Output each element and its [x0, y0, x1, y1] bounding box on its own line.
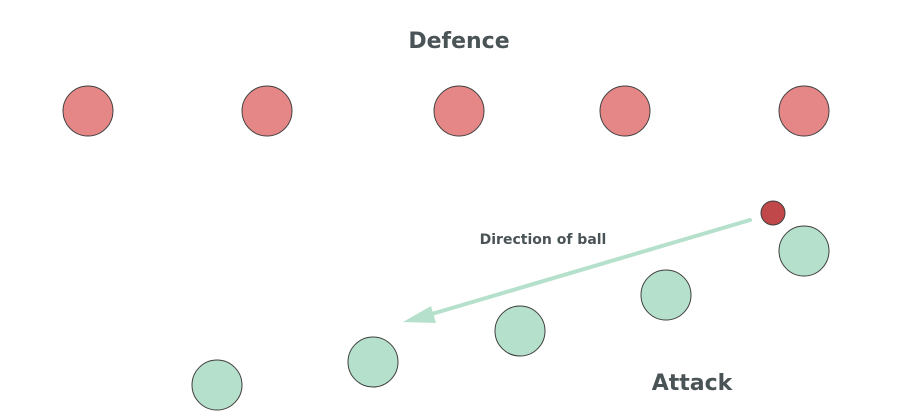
arrow-shaft [423, 218, 752, 318]
ball-direction-label: Direction of ball [480, 232, 607, 248]
ball [760, 200, 786, 226]
attacker-5 [191, 359, 243, 411]
defender-2 [241, 85, 293, 137]
defence-label: Defence [408, 29, 509, 54]
defender-3 [433, 85, 485, 137]
attacker-2 [640, 269, 692, 321]
attack-line [191, 225, 830, 411]
ball-direction-arrow [403, 218, 752, 323]
defender-4 [599, 85, 651, 137]
attacker-4 [347, 336, 399, 388]
defence-line [62, 85, 830, 137]
defender-5 [778, 85, 830, 137]
attacker-3 [494, 305, 546, 357]
arrow-head [403, 306, 436, 323]
attacker-1 [778, 225, 830, 277]
defender-1 [62, 85, 114, 137]
attack-label: Attack [652, 371, 734, 396]
